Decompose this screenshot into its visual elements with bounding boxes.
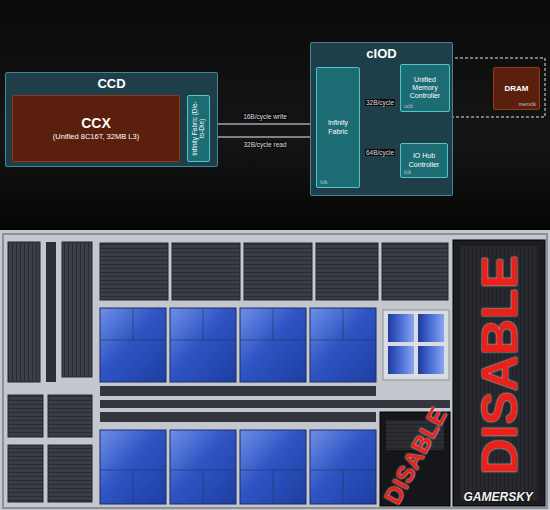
block-title: Unified Memory Controller bbox=[403, 76, 447, 100]
die-to-die-fabric: Infinity Fabric (Die-to-Die) bbox=[187, 95, 210, 162]
block-title: Infinity Fabric bbox=[319, 119, 357, 135]
clock-label: fclk bbox=[320, 179, 328, 185]
infinity-fabric-block: Infinity Fabric fclk bbox=[316, 67, 360, 188]
bandwidth-label: 32B/cycle bbox=[365, 99, 395, 106]
ciod-die: cIOD Infinity Fabric fclk Unified Memory Co… bbox=[310, 42, 453, 196]
ccd-die: CCD CCX (Unified 8C16T, 32MB L3) Infinity F… bbox=[5, 72, 218, 167]
bus-connector bbox=[210, 137, 316, 138]
dram-block: DRAM memclk bbox=[493, 67, 540, 110]
bus-connector bbox=[210, 124, 316, 125]
die-title: CCD bbox=[97, 77, 125, 92]
block-subtitle: (Unified 8C16T, 32MB L3) bbox=[53, 133, 139, 142]
clock-label: memclk bbox=[519, 101, 536, 107]
block-title: DRAM bbox=[505, 84, 529, 93]
io-hub-block: IO Hub Controllerlclk bbox=[400, 143, 448, 178]
bus-line bbox=[210, 136, 316, 137]
memory-controller-block: Unified Memory Controller uclk bbox=[400, 64, 450, 112]
watermark: GAMERSKY bbox=[464, 491, 533, 503]
bandwidth-label: 16B/cycle write bbox=[242, 113, 288, 120]
die-title: cIOD bbox=[366, 47, 396, 62]
ccx-block: CCX (Unified 8C16T, 32MB L3) bbox=[12, 95, 180, 162]
disable-mark: DISABLE bbox=[474, 255, 524, 474]
block-title: IO Hub Controller bbox=[403, 152, 445, 168]
clock-label: uclk bbox=[404, 103, 413, 109]
memory-domain-bracket bbox=[395, 58, 545, 117]
fabric-label: Infinity Fabric (Die-to-Die) bbox=[191, 98, 206, 159]
bus-line bbox=[210, 123, 316, 124]
block-title: CCX bbox=[81, 115, 111, 131]
bandwidth-label: 32B/cycle read bbox=[243, 141, 288, 148]
clock-label: lclk bbox=[404, 169, 411, 175]
bandwidth-label: 64B/cycle bbox=[365, 149, 395, 156]
